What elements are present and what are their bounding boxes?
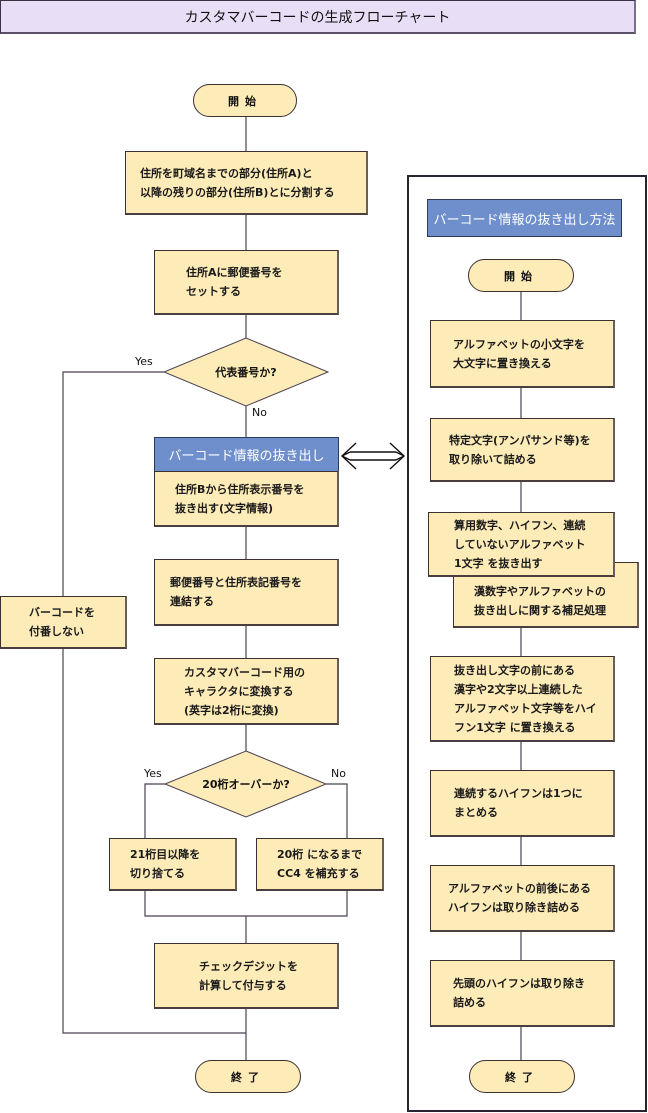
decision-over20-label: 20桁オーバーか? xyxy=(202,778,290,791)
sub-start-terminal: 開始 xyxy=(468,259,574,292)
step-set-zip-text: 住所Aに郵便番号を セットする xyxy=(186,266,283,298)
step-truncate-text: 21桁目以降を 切り捨てる xyxy=(130,848,201,880)
yes-label: Yes xyxy=(135,355,153,368)
decision-representative-shape xyxy=(162,337,330,407)
connector xyxy=(326,783,348,838)
sub-step-3: 算用数字、ハイフン、連続 していないアルファベット 1文字 を抜き出す xyxy=(428,512,615,577)
step-truncate: 21桁目以降を 切り捨てる xyxy=(109,838,237,891)
step-concat: 郵便番号と住所表記番号を 連結する xyxy=(154,559,339,626)
sub-step-3-text: 算用数字、ハイフン、連続 していないアルファベット 1文字 を抜き出す xyxy=(454,518,586,570)
step-no-barcode-text: バーコードを 付番しない xyxy=(29,606,95,638)
decision-representative-label: 代表番号か? xyxy=(215,366,277,379)
start-terminal: 開始 xyxy=(193,84,297,117)
extract-header: バーコード情報の抜き出し xyxy=(154,437,339,472)
page-title: カスタマバーコードの生成フローチャート xyxy=(0,0,636,34)
step-concat-text: 郵便番号と住所表記番号を 連結する xyxy=(170,576,302,608)
extraction-method-panel xyxy=(407,175,647,1112)
sub-step-5-text: 連続するハイフンは1つに まとめる xyxy=(454,787,583,819)
sub-end-terminal: 終了 xyxy=(469,1060,575,1093)
sub-step-7: 先頭のハイフンは取り除き 詰める xyxy=(430,960,615,1027)
sub-step-2-text: 特定文字(アンパサンド等)を 取り除いて詰める xyxy=(449,433,591,466)
step-split-address: 住所を町域名までの部分(住所A)と 以降の残りの部分(住所B)とに分割する xyxy=(125,151,368,215)
step-pad-text: 20桁 になるまで CC4 を補充する xyxy=(277,848,363,880)
no-label-2: No xyxy=(331,767,346,780)
end-terminal: 終了 xyxy=(195,1060,301,1093)
step-extract: 住所Bから住所表示番号を 抜き出す(文字情報) xyxy=(154,471,339,527)
step-convert: カスタマバーコード用の キャラクタに変換する (英字は2桁に変換) xyxy=(154,658,339,725)
sub-step-3-supplement-text: 漢数字やアルファベットの 抜き出しに関する補足処理 xyxy=(474,584,606,617)
connector xyxy=(144,783,165,838)
sub-step-5: 連続するハイフンは1つに まとめる xyxy=(430,770,615,837)
sub-step-6: アルファベットの前後にある ハイフンは取り除き詰める xyxy=(430,865,615,932)
connector xyxy=(62,371,164,596)
sub-step-6-text: アルファベットの前後にある ハイフンは取り除き詰める xyxy=(448,882,591,914)
step-no-barcode: バーコードを 付番しない xyxy=(0,596,127,649)
yes-label-2: Yes xyxy=(144,767,162,780)
step-checkdigit: チェックデジットを 計算して付与する xyxy=(154,943,339,1009)
step-pad: 20桁 になるまで CC4 を補充する xyxy=(256,838,384,891)
no-label: No xyxy=(252,406,267,419)
connector xyxy=(62,648,246,1034)
sub-step-1: アルファベットの小文字を 大文字に置き換える xyxy=(430,320,615,388)
decision-over20-shape xyxy=(163,750,328,818)
sub-step-4-text: 抜き出し文字の前にある 漢字や2文字以上連続した アルファベット文字等をハイ フ… xyxy=(454,663,597,734)
sub-step-2: 特定文字(アンパサンド等)を 取り除いて詰める xyxy=(430,418,615,482)
step-checkdigit-text: チェックデジットを 計算して付与する xyxy=(199,959,298,992)
step-extract-text: 住所Bから住所表示番号を 抜き出す(文字情報) xyxy=(175,482,305,515)
sub-step-7-text: 先頭のハイフンは取り除き 詰める xyxy=(453,977,585,1009)
sub-step-4: 抜き出し文字の前にある 漢字や2文字以上連続した アルファベット文字等をハイ フ… xyxy=(430,656,615,742)
double-arrow-icon xyxy=(340,442,406,470)
sub-step-1-text: アルファベットの小文字を 大文字に置き換える xyxy=(453,337,585,370)
connector xyxy=(144,890,348,917)
step-split-address-text: 住所を町域名までの部分(住所A)と 以降の残りの部分(住所B)とに分割する xyxy=(140,166,335,199)
extraction-method-header: バーコード情報の抜き出し方法 xyxy=(427,199,622,237)
step-set-zip: 住所Aに郵便番号を セットする xyxy=(154,250,339,315)
step-convert-text: カスタマバーコード用の キャラクタに変換する (英字は2桁に変換) xyxy=(184,665,305,717)
